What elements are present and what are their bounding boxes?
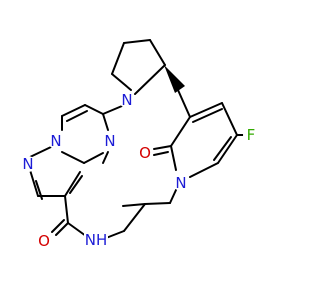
bond xyxy=(61,104,86,117)
bond xyxy=(64,171,81,197)
atom-label-n: N xyxy=(22,155,33,173)
bond xyxy=(29,169,39,197)
bond xyxy=(55,222,69,236)
amide-nh: NH xyxy=(84,231,108,249)
atom-label-n: N xyxy=(104,132,115,150)
bond xyxy=(29,146,52,158)
pyridone-oxygen: O xyxy=(137,144,153,162)
bond xyxy=(170,145,177,171)
bond xyxy=(149,39,166,66)
bond xyxy=(64,195,69,224)
atom-label-f: F xyxy=(247,126,256,144)
fluorine-atom: F xyxy=(243,126,259,144)
bond xyxy=(105,230,125,239)
chemical-structure: N N N N O N F O xyxy=(20,39,259,250)
bond xyxy=(170,116,191,147)
bond xyxy=(169,189,177,204)
bond xyxy=(111,73,132,91)
atom-label-nh: NH xyxy=(85,231,108,249)
atom-label-o: O xyxy=(38,232,50,250)
bond xyxy=(189,102,223,118)
stereo-wedge xyxy=(164,65,185,93)
atom-label-n: N xyxy=(175,174,186,192)
bond xyxy=(153,151,169,156)
atom-labels: N N N N O N F O xyxy=(20,91,259,250)
bond xyxy=(123,39,151,44)
bond xyxy=(189,162,219,178)
bond xyxy=(102,113,109,131)
bond xyxy=(134,64,166,95)
bond xyxy=(192,108,223,123)
pyrimidine-nitrogen: N xyxy=(102,132,118,150)
pyrazole-nitrogen-1: N xyxy=(48,132,64,150)
bond xyxy=(83,152,104,164)
bond xyxy=(61,151,85,164)
bond xyxy=(111,42,125,75)
amide-oxygen: O xyxy=(36,232,52,250)
atom-label-o: O xyxy=(139,144,151,162)
bond xyxy=(122,203,146,207)
bond xyxy=(123,203,146,232)
bond xyxy=(84,104,104,115)
pyrazole-nitrogen-2: N xyxy=(20,155,36,173)
bond xyxy=(144,202,171,205)
bond xyxy=(177,89,191,118)
bond xyxy=(51,219,65,233)
bond xyxy=(221,102,238,136)
bond xyxy=(66,110,88,122)
bond xyxy=(213,136,232,161)
bond xyxy=(217,134,238,164)
pyrrolidine-nitrogen: N xyxy=(119,91,135,109)
atom-label-n: N xyxy=(50,132,61,150)
bond xyxy=(67,222,87,237)
bonds xyxy=(29,39,245,239)
bond xyxy=(153,145,172,150)
bond xyxy=(102,105,123,115)
bond xyxy=(69,175,83,194)
bond xyxy=(102,151,109,164)
pyridone-nitrogen: N xyxy=(173,174,189,192)
atom-label-n: N xyxy=(121,91,132,109)
